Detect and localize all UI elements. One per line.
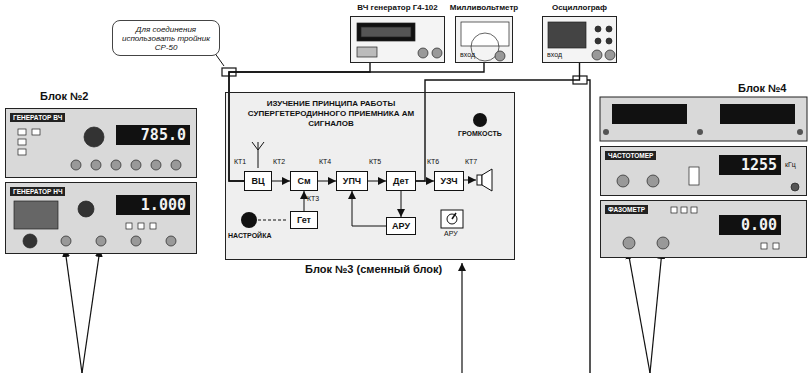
process-box: УЗЧ — [434, 171, 464, 191]
node-label: ВЦ — [251, 176, 264, 186]
block-label: Блок №2 — [40, 90, 88, 102]
instrument-panel: ГЕНЕРАТОР НЧ 1.000 — [5, 182, 197, 254]
node-label: Для соединения использовать тройник СР-5… — [116, 25, 216, 52]
node-value: вход — [547, 51, 562, 58]
test-point-label: КТ6 — [427, 158, 439, 165]
panel-ground — [225, 92, 515, 260]
block-label: Блок №3 (сменный блок) — [305, 263, 442, 275]
node-label: ВЧ генератор Г4-102 — [357, 3, 438, 12]
signal-arrow — [352, 191, 386, 226]
speaker-symbol — [477, 169, 492, 191]
control-label: ГРОМКОСТЬ — [458, 130, 502, 137]
node-label: ГЕНЕРАТОР ВЧ — [10, 113, 65, 122]
instrument: Милливольтметрвход — [455, 16, 513, 63]
test-point-label: КТ3 — [307, 195, 319, 202]
process-box: ВЦ — [244, 171, 272, 191]
process-box: Дет — [386, 171, 416, 191]
node-value: 1.000 — [116, 195, 190, 215]
node-label: УЗЧ — [440, 176, 457, 186]
pointer-arrow — [65, 249, 662, 373]
antenna-symbol — [252, 142, 264, 168]
node-label: УПЧ — [343, 176, 361, 186]
node-label: ГЕНЕРАТОР НЧ — [10, 187, 65, 196]
node-value: 0.00 — [719, 215, 781, 235]
node-label: См — [297, 176, 310, 186]
tuning-link — [258, 220, 288, 221]
panel-detail — [351, 17, 446, 64]
block4-top-panel — [600, 97, 807, 141]
signal-arrow — [318, 181, 336, 182]
signal-arrow — [304, 191, 305, 211]
node-label: ФАЗОМЕТР — [605, 205, 648, 214]
signal-arrow — [272, 181, 290, 182]
process-box: Гет — [290, 211, 318, 229]
control-label: НАСТРОЙКА — [228, 232, 271, 239]
test-point-label: КТ1 — [234, 158, 246, 165]
control-label: АРУ — [444, 230, 458, 237]
callout-box: Для соединения использовать тройник СР-5… — [112, 20, 220, 56]
test-point-label: КТ2 — [273, 158, 285, 165]
instrument: ВЧ генератор Г4-102 — [350, 16, 445, 63]
node-label: Милливольтметр — [450, 3, 518, 12]
signal-arrow — [368, 181, 386, 182]
test-point-label: КТ4 — [319, 158, 331, 165]
tee-connector — [222, 68, 587, 84]
node-label: Гет — [297, 215, 311, 225]
test-point-label: КТ7 — [465, 158, 477, 165]
instrument-panel: ГЕНЕРАТОР ВЧ 785.0 — [5, 108, 197, 178]
node-label: АРУ — [392, 221, 410, 231]
instrument-panel: ЧАСТОТОМЕР 1255 кГц — [600, 146, 807, 196]
output-arrow — [463, 180, 476, 181]
instrument-panel: ФАЗОМЕТР 0.00 — [600, 200, 807, 258]
process-box: УПЧ — [336, 171, 368, 191]
instrument: Осциллографвход — [542, 16, 617, 63]
cable — [416, 63, 580, 181]
node-value: 1255 — [719, 155, 781, 175]
block-label: Блок №4 — [738, 82, 786, 94]
node-label: Осциллограф — [552, 3, 607, 12]
tuning-knob — [241, 212, 257, 228]
process-box: См — [290, 171, 318, 191]
node-value: 785.0 — [116, 125, 190, 145]
node-label: ИЗУЧЕНИЕ ПРИНЦИПА РАБОТЫ СУПЕРГЕТЕРОДИНН… — [246, 99, 416, 129]
process-box: АРУ — [386, 217, 416, 235]
node-label: ЧАСТОТОМЕР — [605, 151, 656, 160]
node-label: Дет — [393, 176, 409, 186]
signal-arrow — [401, 191, 402, 217]
agc-switch — [441, 210, 463, 228]
volume-knob — [473, 113, 487, 127]
node-value: кГц — [785, 161, 796, 168]
test-point-label: КТ5 — [369, 158, 381, 165]
node-value: вход — [460, 51, 475, 58]
cable — [587, 80, 590, 373]
